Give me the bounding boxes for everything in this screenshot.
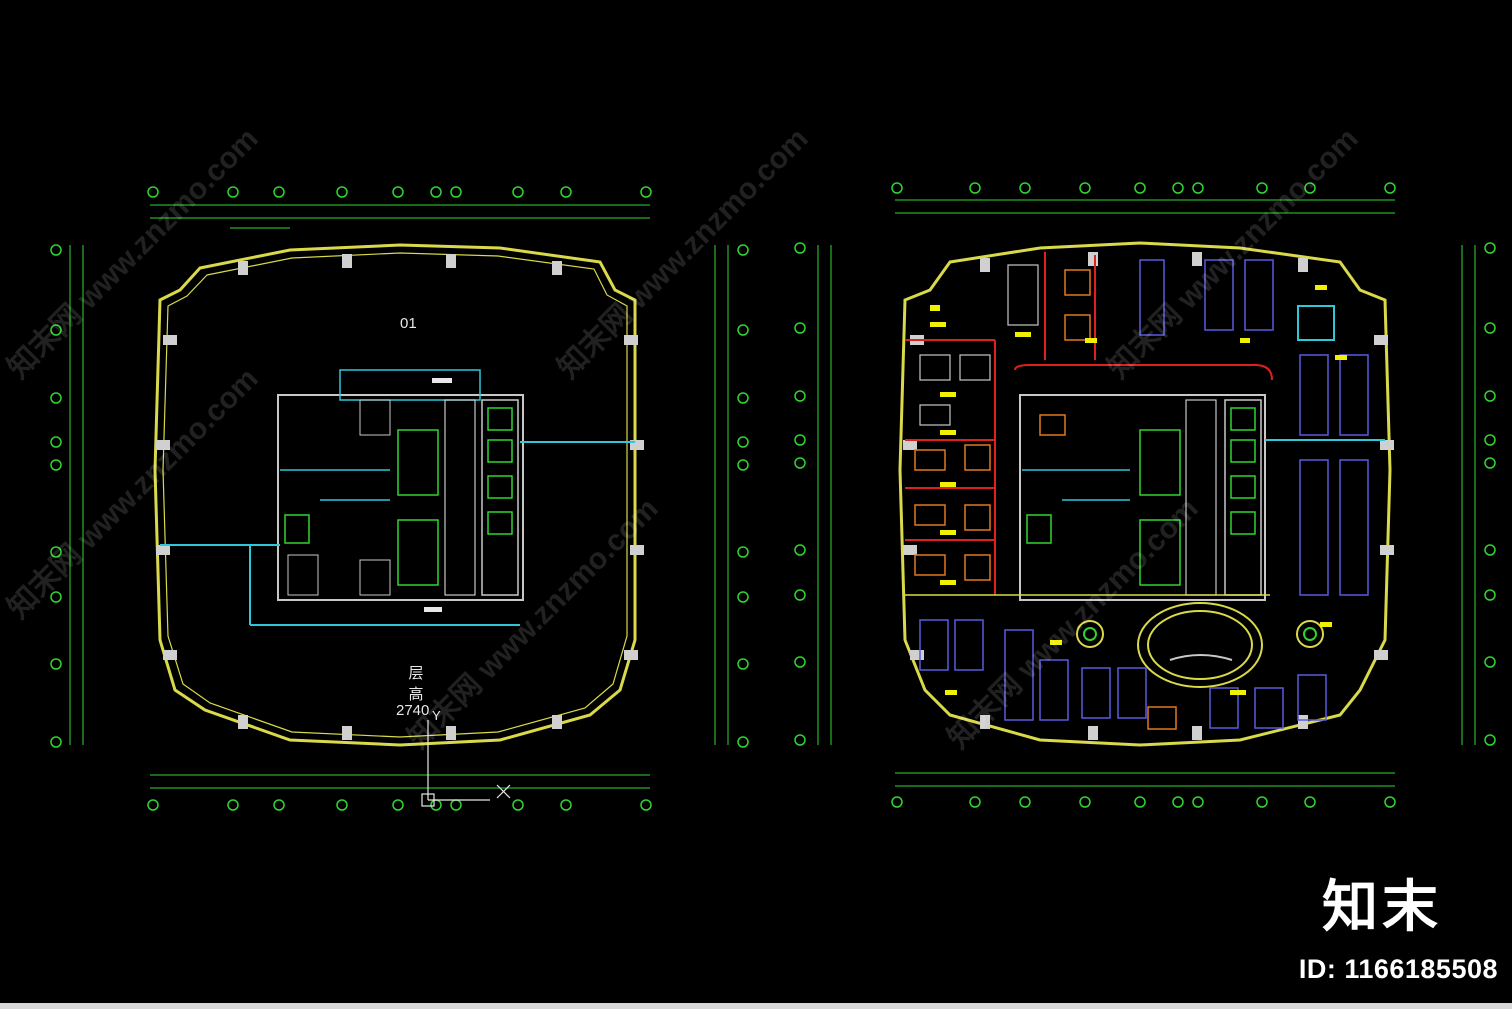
right-red-partitions — [905, 252, 1273, 595]
right-furniture-orange — [914, 269, 1177, 730]
right-reception-oval — [1137, 602, 1263, 688]
watermark-diagonal-5: 知末网 www.znzmo.com — [402, 492, 665, 755]
left-core — [277, 369, 524, 601]
left-dimensions-bottom — [150, 774, 650, 789]
watermark-diagonal-4: 知末网 www.znzmo.com — [2, 362, 265, 625]
left-plan-label: 01 — [400, 315, 417, 332]
left-axis-bubbles — [50, 186, 749, 811]
watermark-id: ID: 1166185508 — [1298, 954, 1498, 984]
floor-height-label: 层 高 — [396, 663, 436, 705]
right-plan-outline — [898, 241, 1392, 747]
watermark-diagonal-3: 知末网 www.znzmo.com — [1102, 122, 1365, 385]
left-plan-outline — [153, 243, 637, 747]
ucs-icon — [421, 720, 511, 807]
right-round-tables — [1076, 305, 1335, 648]
bottom-bar — [0, 1003, 1512, 1009]
watermark-brand: 知末 — [1322, 875, 1442, 940]
right-furniture-white — [919, 264, 1039, 426]
left-dimensions-top — [150, 204, 650, 229]
right-desks-blue — [919, 259, 1369, 729]
right-axis-bubbles — [794, 182, 1496, 808]
right-tags — [930, 285, 1347, 695]
diagonal-watermarks: 知末网 www.znzmo.com 知末网 www.znzmo.com 知末网 … — [2, 122, 1365, 755]
watermark-diagonal-6: 知末网 www.znzmo.com — [942, 492, 1205, 755]
left-plan-outline-inner — [162, 252, 628, 738]
left-tags — [424, 378, 452, 612]
floor-height-value: 2740 — [396, 702, 430, 719]
right-floor-plan — [794, 182, 1496, 808]
watermark-diagonal-2: 知末网 www.znzmo.com — [552, 122, 815, 385]
right-dimensions — [817, 199, 1476, 787]
left-plan-columns — [156, 254, 644, 740]
watermark-diagonal-1: 知末网 www.znzmo.com — [2, 122, 265, 385]
floor-height-char-2: 高 — [408, 685, 424, 703]
floor-height-char-1: 层 — [408, 664, 424, 682]
left-dimensions-sides — [69, 245, 729, 745]
right-core — [905, 394, 1385, 601]
left-cyan-pipes — [160, 441, 635, 626]
left-floor-plan — [50, 186, 749, 811]
ucs-y-label: Y — [432, 708, 441, 723]
